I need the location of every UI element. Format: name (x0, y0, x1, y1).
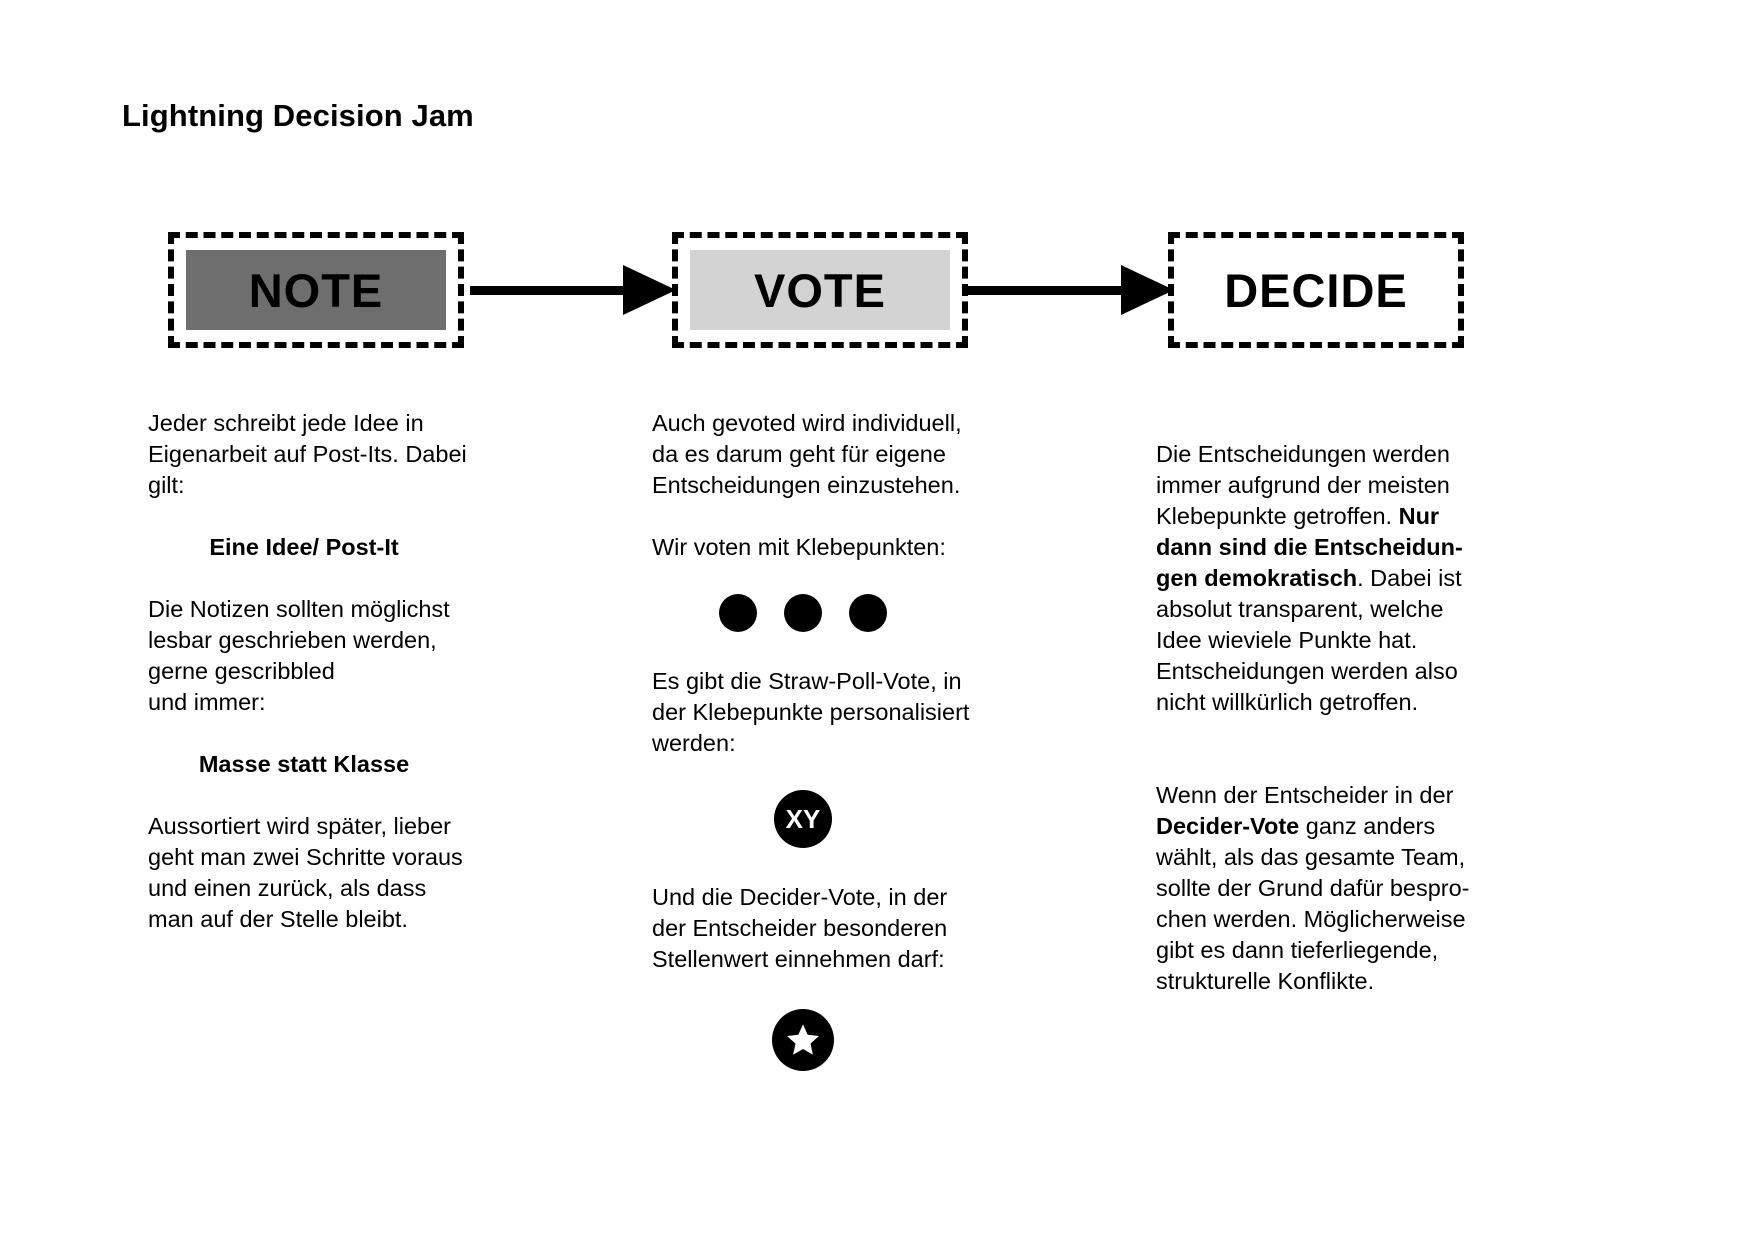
note-paragraph-3: Aussortiert wird später, lieber geht man… (148, 813, 463, 932)
vote-paragraph-4: Und die Decider-Vote, in der der Entsche… (652, 884, 948, 972)
page-title: Lightning Decision Jam (122, 98, 474, 133)
arrow-shaft (470, 285, 623, 295)
vote-paragraph-3: Es gibt die Straw-Poll-Vote, in der Kleb… (652, 668, 970, 756)
decide-paragraph-2-tail: ganz anders wählt, als das gesamte Team,… (1156, 813, 1470, 994)
star-icon (772, 1009, 834, 1071)
stage-fill-note (186, 250, 446, 330)
sticky-dot-icon (784, 594, 822, 632)
decide-paragraph-1-emphasis: Nur dann sind die Entscheidun-gen demokr… (1156, 503, 1463, 591)
arrow-shaft (968, 285, 1121, 295)
vote-paragraph-1: Auch gevoted wird individuell, da es dar… (652, 410, 962, 498)
sticky-dots-group (652, 594, 982, 632)
stage-label-note: NOTE (248, 263, 384, 317)
arrow-vote-to-decide-icon (968, 265, 1174, 315)
stage-fill-vote (690, 250, 950, 330)
stage-label-vote: VOTE (754, 263, 886, 317)
straw-poll-badge-group: XY (652, 790, 982, 848)
stage-box-note[interactable]: NOTE (168, 232, 464, 348)
initials-badge-icon: XY (774, 790, 832, 848)
stage-flow-diagram: NOTE VOTE DECIDE (0, 232, 1754, 354)
stage-box-vote[interactable]: VOTE (672, 232, 968, 348)
decide-paragraph-2-lead: Wenn der Entscheider in der (1156, 782, 1454, 808)
column-decide: Die Entscheidungen werden immer aufgrund… (1156, 408, 1486, 997)
stage-label-decide: DECIDE (1224, 263, 1408, 317)
arrow-note-to-vote-icon (470, 265, 676, 315)
sticky-dot-icon (719, 594, 757, 632)
vote-paragraph-2: Wir voten mit Klebepunkten: (652, 534, 946, 560)
column-note: Jeder schreibt jede Idee in Eigenarbeit … (148, 408, 478, 935)
column-vote: Auch gevoted wird individuell, da es dar… (652, 408, 982, 1071)
decide-paragraph-2: Wenn der Entscheider in der Decider-Vote… (1156, 749, 1486, 997)
decide-paragraph-1-tail: . Dabei ist absolut transparent, welche … (1156, 565, 1462, 715)
arrow-head (623, 265, 676, 315)
note-rule-1: Eine Idee/ Post-It (209, 534, 399, 560)
decider-vote-badge-group (652, 1009, 982, 1071)
sticky-dot-icon (849, 594, 887, 632)
note-paragraph-2: Die Notizen sollten möglichst lesbar ges… (148, 596, 450, 715)
stage-box-decide[interactable]: DECIDE (1168, 232, 1464, 348)
decide-paragraph-1-lead: Die Entscheidungen werden immer aufgrund… (1156, 441, 1450, 529)
note-paragraph-1: Jeder schreibt jede Idee in Eigenarbeit … (148, 410, 467, 498)
arrow-head (1121, 265, 1174, 315)
decide-paragraph-1: Die Entscheidungen werden immer aufgrund… (1156, 408, 1486, 718)
decide-paragraph-2-emphasis: Decider-Vote (1156, 813, 1300, 839)
note-rule-2: Masse statt Klasse (198, 751, 410, 777)
